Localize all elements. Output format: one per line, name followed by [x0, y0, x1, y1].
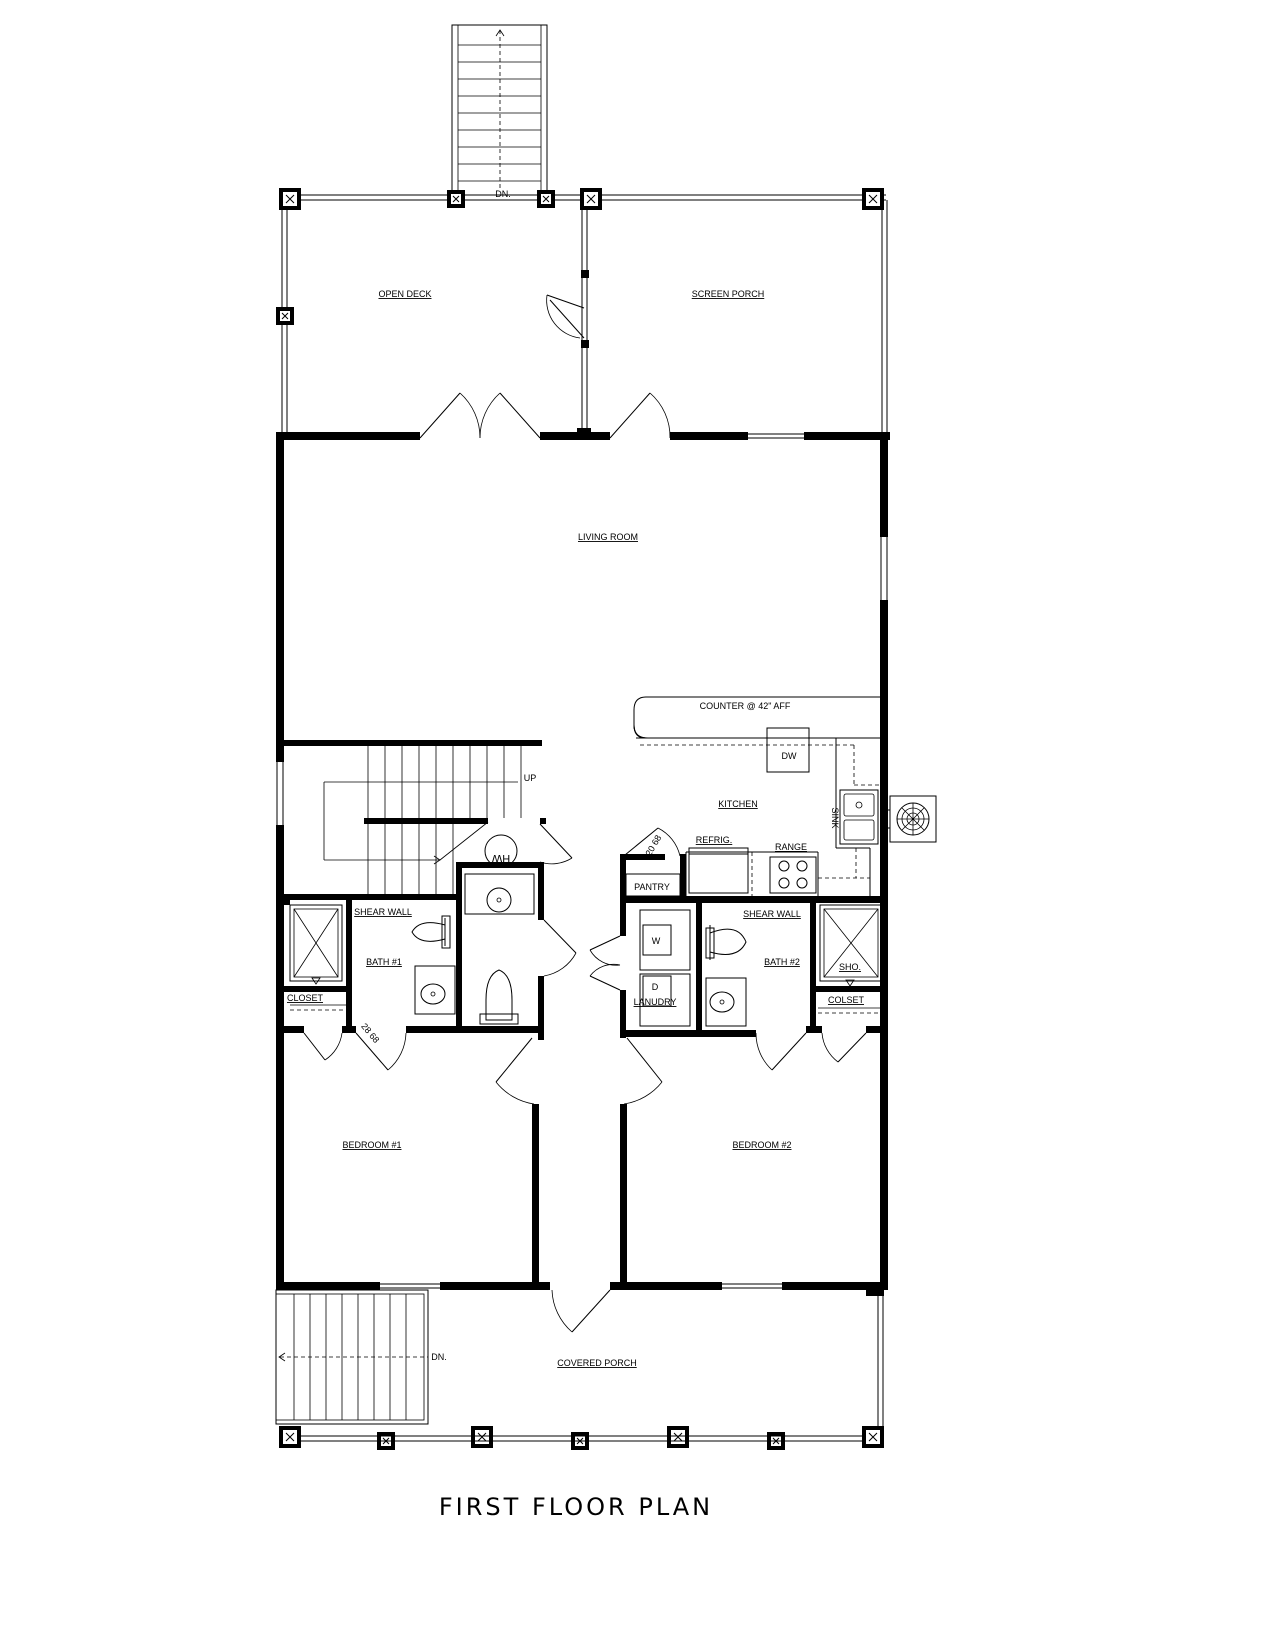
drawing-title: FIRST FLOOR PLAN	[439, 1493, 713, 1521]
label-bath-1: BATH #1	[366, 957, 402, 967]
label-shear-wall-2: SHEAR WALL	[743, 909, 801, 919]
label-shower: SHO.	[839, 962, 861, 972]
deck-railings	[281, 194, 888, 440]
label-washer: W	[652, 936, 661, 946]
label-laundry: LANUDRY	[634, 997, 677, 1007]
label-counter: COUNTER @ 42" AFF	[700, 701, 791, 711]
label-up: UP	[524, 773, 537, 783]
interior-walls	[284, 740, 888, 1284]
exterior-walls	[276, 432, 890, 1333]
label-bath1-door: 28 68	[359, 1021, 381, 1045]
posts	[276, 188, 884, 1450]
label-screen-porch: SCREEN PORCH	[692, 289, 765, 299]
label-bedroom-1: BEDROOM #1	[342, 1140, 401, 1150]
interior-stair	[323, 746, 522, 894]
water-heater	[484, 834, 518, 868]
deck-doors	[419, 294, 671, 439]
label-wh: WH	[492, 852, 510, 864]
label-dw: DW	[782, 751, 797, 761]
interior-doors	[303, 823, 867, 1105]
label-bedroom-2: BEDROOM #2	[732, 1140, 791, 1150]
label-open-deck: OPEN DECK	[378, 289, 431, 299]
label-dn-bottom: DN.	[431, 1352, 447, 1362]
label-living-room: LIVING ROOM	[578, 532, 638, 542]
top-stair	[451, 24, 548, 196]
label-bath-2: BATH #2	[764, 957, 800, 967]
label-shear-wall-1: SHEAR WALL	[354, 907, 412, 917]
label-covered-porch: COVERED PORCH	[557, 1358, 637, 1368]
kitchen-counters	[625, 696, 937, 897]
label-dn-top: DN.	[495, 189, 511, 199]
label-range: RANGE	[775, 842, 807, 852]
label-kitchen: KITCHEN	[718, 799, 758, 809]
bath-fixtures	[289, 873, 883, 1027]
bottom-stair	[275, 1289, 884, 1442]
label-closet: CLOSET	[287, 993, 324, 1003]
room-labels: OPEN DECK SCREEN PORCH LIVING ROOM COUNT…	[287, 189, 865, 1368]
label-pantry: PANTRY	[634, 882, 670, 892]
label-dryer: D	[652, 982, 659, 992]
label-colset: COLSET	[828, 995, 865, 1005]
label-sink: SINK	[830, 807, 840, 828]
label-refrig: REFRIG.	[696, 835, 733, 845]
